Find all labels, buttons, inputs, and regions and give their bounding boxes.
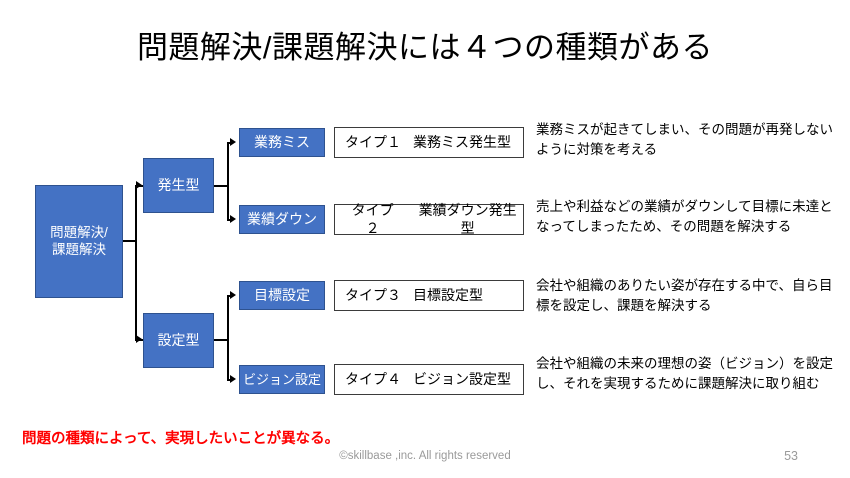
typebox-1-name: 業務ミス発生型 xyxy=(413,133,511,150)
page-title: 問題解決/課題解決には４つの種類がある xyxy=(136,30,714,65)
node-root[interactable]: 問題解決/ 課題解決 xyxy=(35,185,123,298)
node-leaf-mokuhyo[interactable]: 目標設定 xyxy=(239,281,325,310)
description-1: 業務ミスが起きてしまい、その問題が再発しないように対策を考える xyxy=(536,122,833,157)
description-3: 会社や組織のありたい姿が存在する中で、自ら目標を設定し、課題を解決する xyxy=(536,278,833,313)
node-hasseigata-label: 発生型 xyxy=(157,176,200,193)
typebox-1-number: タイプ１ xyxy=(345,133,401,150)
typebox-3-number: タイプ３ xyxy=(345,286,401,303)
arrow-to-mokuhyo-icon xyxy=(230,291,236,299)
typebox-2-name: 業績ダウン発生型 xyxy=(418,202,517,236)
node-leaf-gyomumiss-label: 業務ミス xyxy=(254,133,310,150)
arrow-to-gyosekidown-icon xyxy=(230,215,236,223)
description-2: 売上や利益などの業績がダウンして目標に未達となってしまったため、その問題を解決す… xyxy=(536,199,833,234)
node-setteigata[interactable]: 設定型 xyxy=(143,313,214,368)
connector-hasseigata-stub xyxy=(214,185,229,187)
node-leaf-mokuhyo-label: 目標設定 xyxy=(254,286,310,303)
typebox-3[interactable]: タイプ３ 目標設定型 xyxy=(334,280,524,311)
node-leaf-gyosekidown[interactable]: 業績ダウン xyxy=(239,205,325,234)
arrow-to-hasseigata-icon xyxy=(136,181,142,189)
description-4: 会社や組織の未来の理想の姿（ビジョン）を設定し、それを実現するために課題解決に取… xyxy=(536,356,833,391)
node-root-line2: 課題解決 xyxy=(51,241,106,257)
typebox-4-name: ビジョン設定型 xyxy=(413,370,511,387)
node-leaf-gyosekidown-label: 業績ダウン xyxy=(247,210,317,227)
node-hasseigata[interactable]: 発生型 xyxy=(143,158,214,213)
typebox-2[interactable]: タイプ２ 業績ダウン発生型 xyxy=(334,202,524,236)
node-root-line1: 問題解決/ xyxy=(50,225,108,241)
connector-root-stub xyxy=(123,240,137,242)
typebox-4[interactable]: タイプ４ ビジョン設定型 xyxy=(334,364,524,395)
connector-hasseigata-trunk xyxy=(227,142,229,220)
typebox-3-name: 目標設定型 xyxy=(413,286,483,303)
arrow-to-vision-icon xyxy=(230,375,236,383)
connector-setteigata-stub xyxy=(214,339,229,341)
arrow-to-setteigata-icon xyxy=(136,335,142,343)
kicker-text: 問題の種類によって、実現したいことが異なる。 xyxy=(22,431,340,447)
connector-root-trunk xyxy=(135,185,137,341)
connector-setteigata-trunk xyxy=(227,295,229,380)
typebox-4-number: タイプ４ xyxy=(345,370,401,387)
node-setteigata-label: 設定型 xyxy=(157,331,200,348)
copyright-text: ©skillbase ,inc. All rights reserved xyxy=(339,450,511,462)
typebox-2-number: タイプ２ xyxy=(351,202,394,236)
node-leaf-gyomumiss[interactable]: 業務ミス xyxy=(239,128,325,157)
node-leaf-vision-label: ビジョン設定 xyxy=(242,371,321,387)
node-leaf-vision[interactable]: ビジョン設定 xyxy=(239,365,325,394)
typebox-1[interactable]: タイプ１ 業務ミス発生型 xyxy=(334,127,524,158)
arrow-to-gyomumiss-icon xyxy=(230,138,236,146)
page-number: 53 xyxy=(784,449,798,463)
